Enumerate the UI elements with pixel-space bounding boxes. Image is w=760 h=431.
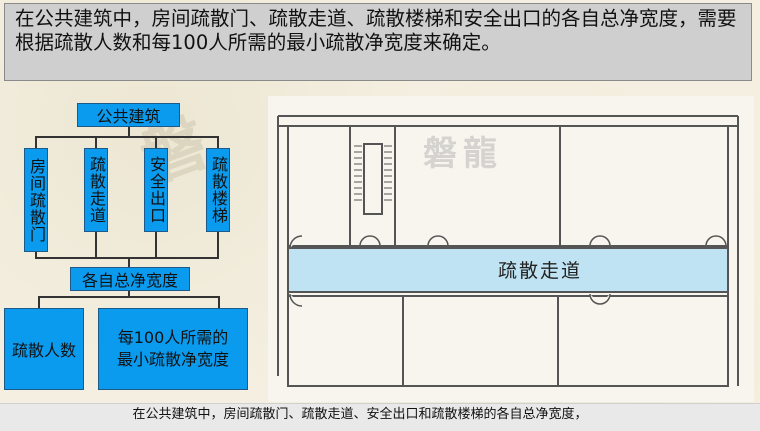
connector (35, 257, 219, 259)
box-safety-exit-label: 安全出口 (147, 156, 166, 224)
connector (155, 232, 157, 258)
box-room-exit-door: 房间疏散门 (24, 148, 48, 252)
connector (128, 291, 130, 297)
footer-caption: 在公共建筑中，房间疏散门、疏散走道、安全出口和疏散楼梯的各自总净宽度， (0, 403, 760, 431)
box-safety-exit: 安全出口 (144, 148, 168, 232)
connector (38, 296, 220, 298)
box-total-net-width: 各自总净宽度 (70, 267, 190, 291)
connector (218, 296, 220, 308)
box-evacuation-count: 疏散人数 (4, 308, 84, 390)
connector (95, 136, 97, 148)
banner-text: 在公共建筑中，房间疏散门、疏散走道、疏散楼梯和安全出口的各自总净宽度，需要根据疏… (15, 7, 737, 54)
box-min-width-per-100-label: 每100人所需的最小疏散净宽度 (117, 328, 230, 369)
corridor-area (287, 247, 729, 293)
connector (35, 136, 37, 148)
connector (155, 136, 157, 148)
connector (128, 258, 130, 267)
floor-plan: 磐龍 疏散走道 (268, 96, 754, 402)
footer-text: 在公共建筑中，房间疏散门、疏散走道、安全出口和疏散楼梯的各自总净宽度， (132, 407, 588, 422)
connector (35, 136, 219, 138)
box-public-building: 公共建筑 (77, 103, 180, 127)
box-evacuation-corridor: 疏散走道 (84, 148, 108, 232)
connector (217, 232, 219, 258)
plan-watermark: 磐龍 (423, 134, 503, 174)
box-total-net-width-label: 各自总净宽度 (81, 271, 178, 290)
box-room-exit-door-label: 房间疏散门 (27, 157, 46, 243)
connector (35, 252, 37, 258)
connector (128, 127, 130, 137)
box-evacuation-stairs-label: 疏散楼梯 (209, 156, 228, 224)
box-public-building-label: 公共建筑 (96, 107, 161, 126)
connector (38, 296, 40, 308)
corridor-label: 疏散走道 (498, 260, 583, 282)
box-evacuation-stairs: 疏散楼梯 (206, 148, 230, 232)
intro-banner: 在公共建筑中，房间疏散门、疏散走道、疏散楼梯和安全出口的各自总净宽度，需要根据疏… (4, 3, 752, 81)
box-evacuation-count-label: 疏散人数 (11, 341, 76, 360)
box-evacuation-corridor-label: 疏散走道 (87, 156, 106, 224)
connector (217, 136, 219, 148)
floor-plan-svg (277, 115, 739, 387)
connector (95, 232, 97, 258)
box-min-width-per-100: 每100人所需的最小疏散净宽度 (98, 308, 248, 390)
